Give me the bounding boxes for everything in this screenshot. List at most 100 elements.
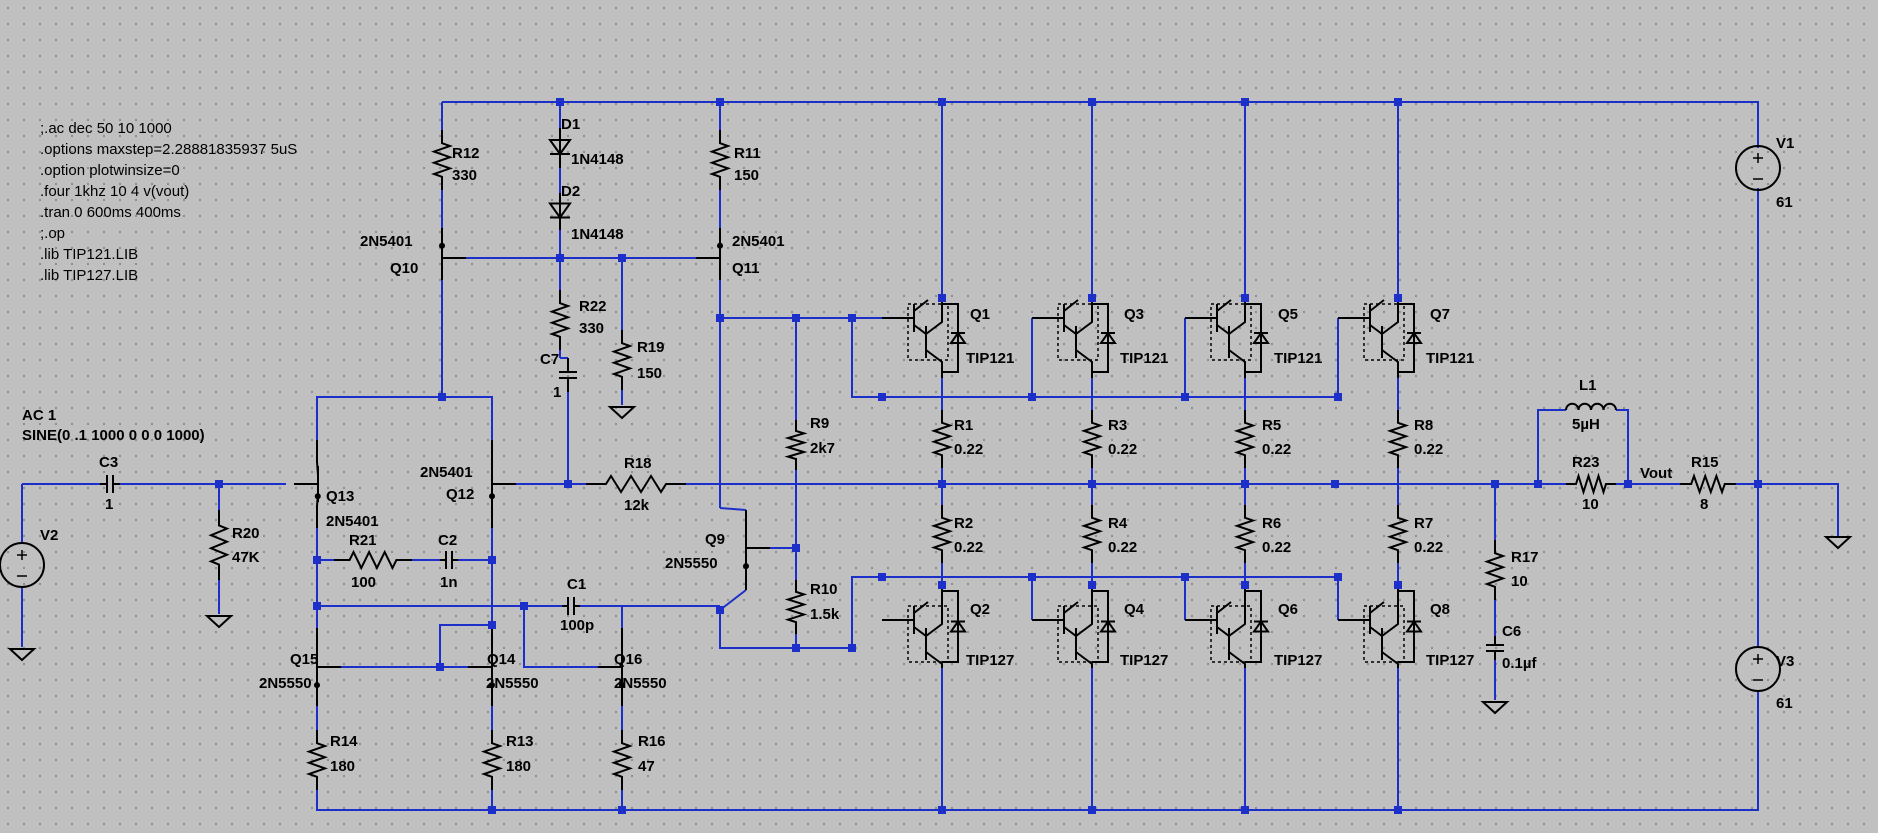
spice-directives: ;.ac dec 50 10 1000 .options maxstep=2.2… xyxy=(40,118,297,286)
spice-line: .tran 0 600ms 400ms xyxy=(40,204,181,221)
r21-value: 100 xyxy=(351,574,376,591)
capacitor-c7 xyxy=(559,358,577,392)
r15-name: R15 xyxy=(1691,454,1719,471)
source-v2 xyxy=(0,542,45,588)
transistor-q11 xyxy=(696,228,723,280)
wire xyxy=(719,507,747,511)
q9-name: Q9 xyxy=(705,531,725,548)
junction-dot xyxy=(938,806,946,814)
r14-value: 180 xyxy=(330,758,355,775)
c7-name: C7 xyxy=(540,351,559,368)
wire xyxy=(1495,409,1566,485)
inductor-l1 xyxy=(1565,402,1617,411)
junction-dot xyxy=(1028,393,1036,401)
r1-value: 0.22 xyxy=(954,441,983,458)
resistor-r12-body xyxy=(430,130,454,190)
d1-name: D1 xyxy=(561,116,580,133)
power-transistor-q6 xyxy=(1185,585,1270,668)
r19-value: 150 xyxy=(637,365,662,382)
resistor-r17-body xyxy=(1483,540,1507,600)
q16-model: 2N5550 xyxy=(614,675,667,692)
junction-dot xyxy=(1624,480,1632,488)
resistor-r21 xyxy=(334,549,412,571)
resistor-r11-body xyxy=(708,130,732,190)
r22-value: 330 xyxy=(579,320,604,337)
junction-dot xyxy=(520,602,528,610)
resistor-r17 xyxy=(1483,540,1507,600)
q4-model: TIP127 xyxy=(1120,652,1168,669)
r8-name: R8 xyxy=(1414,417,1433,434)
v3-name: V3 xyxy=(1776,653,1794,670)
junction-dot xyxy=(1394,98,1402,106)
parts xyxy=(0,128,1853,790)
q16-name: Q16 xyxy=(614,651,642,668)
capacitor-c3 xyxy=(100,475,120,493)
q10-model: 2N5401 xyxy=(360,233,413,250)
junction-dot xyxy=(618,254,626,262)
resistor-r18-body xyxy=(586,474,686,494)
q7-name: Q7 xyxy=(1430,306,1450,323)
junction-dot xyxy=(313,602,321,610)
junction-dot xyxy=(1181,393,1189,401)
junction-dot xyxy=(1331,480,1339,488)
r22-name: R22 xyxy=(579,298,607,315)
r21-name: R21 xyxy=(349,532,377,549)
r12-value: 330 xyxy=(452,167,477,184)
q6-model: TIP127 xyxy=(1274,652,1322,669)
r10-value: 1.5k xyxy=(810,606,840,623)
resistor-r4-body xyxy=(1080,505,1104,563)
junction-dot xyxy=(215,480,223,488)
transistor-q13 xyxy=(294,440,321,528)
v2-sine-label: SINE(0 .1 1000 0 0 0 1000) xyxy=(22,427,205,444)
q15-model: 2N5550 xyxy=(259,675,312,692)
supply-v1 xyxy=(1735,145,1781,191)
wire xyxy=(442,101,1759,148)
power-transistor-q5 xyxy=(1185,298,1270,378)
transistor-q15 xyxy=(314,628,341,706)
q14-name: Q14 xyxy=(487,651,516,668)
spice-line: .lib TIP127.LIB xyxy=(40,267,139,284)
r8-value: 0.22 xyxy=(1414,441,1443,458)
c6-value: 0.1µf xyxy=(1502,655,1537,672)
q9-model: 2N5550 xyxy=(665,555,718,572)
resistor-r15 xyxy=(1680,472,1736,496)
q3-model: TIP121 xyxy=(1120,350,1168,367)
c2-value: 1n xyxy=(440,574,458,591)
q2-model: TIP127 xyxy=(966,652,1014,669)
transistor-q10 xyxy=(439,228,466,280)
junction-dot xyxy=(488,556,496,564)
r6-name: R6 xyxy=(1262,515,1281,532)
resistor-r12 xyxy=(430,130,454,190)
junction-dot xyxy=(313,556,321,564)
spice-line: .option plotwinsize=0 xyxy=(40,162,180,179)
resistor-r4 xyxy=(1080,505,1104,563)
q8-name: Q8 xyxy=(1430,601,1450,618)
r16-value: 47 xyxy=(638,758,655,775)
resistor-r1-body xyxy=(930,410,954,468)
wire xyxy=(442,396,493,440)
q2-name: Q2 xyxy=(970,601,990,618)
junction-dot xyxy=(938,581,946,589)
r5-name: R5 xyxy=(1262,417,1281,434)
d2-value: 1N4148 xyxy=(571,226,624,243)
q5-model: TIP121 xyxy=(1274,350,1322,367)
wire xyxy=(523,606,598,668)
junction-dot xyxy=(792,314,800,322)
r20-name: R20 xyxy=(232,525,260,542)
r7-value: 0.22 xyxy=(1414,539,1443,556)
wire xyxy=(851,318,1335,398)
q12-model: 2N5401 xyxy=(420,464,473,481)
junction-dot xyxy=(1491,480,1499,488)
power-transistor-q3 xyxy=(1032,298,1117,378)
resistor-r14-body xyxy=(305,730,329,790)
r12-name: R12 xyxy=(452,145,480,162)
v1-value: 61 xyxy=(1776,194,1793,211)
resistor-r10 xyxy=(784,580,808,634)
junction-dot xyxy=(848,644,856,652)
junction-dot xyxy=(436,663,444,671)
junction-dot xyxy=(1394,806,1402,814)
capacitor-c6 xyxy=(1486,636,1504,660)
c3-name: C3 xyxy=(99,454,118,471)
junction-dot xyxy=(1028,573,1036,581)
